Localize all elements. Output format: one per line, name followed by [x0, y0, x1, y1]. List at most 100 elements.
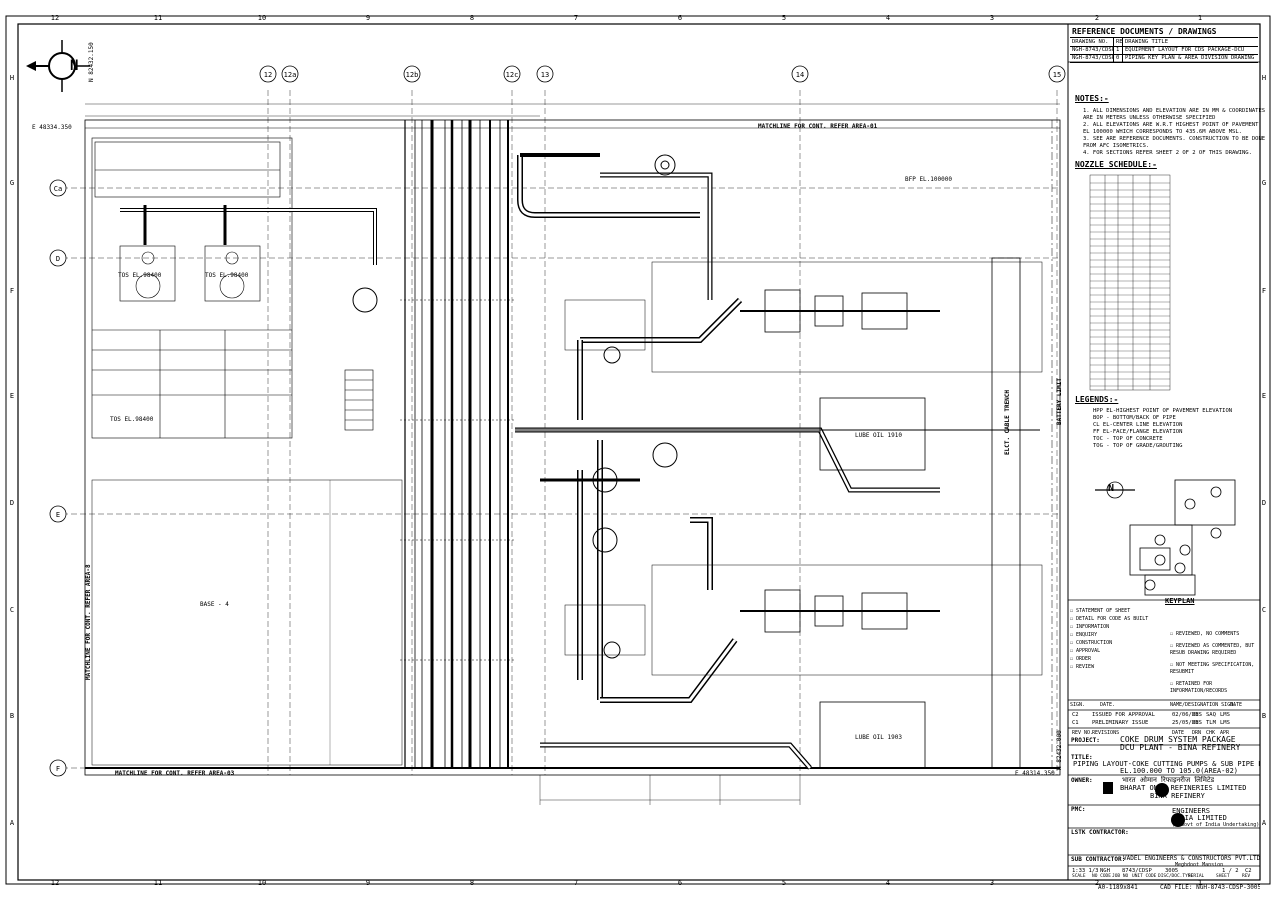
- note-item: FROM AFC ISOMETRICS.: [1083, 143, 1150, 149]
- grid-row-label: C: [10, 606, 14, 614]
- tos-label-3: TOS EL.98400: [110, 416, 154, 423]
- column-marker: 12: [264, 71, 272, 79]
- column-marker: 13: [541, 71, 549, 79]
- matchline-top: MATCHLINE FOR CONT. REFER AREA-01: [758, 123, 878, 130]
- title-block-head: DISC/DOC.TYPE: [1158, 874, 1194, 879]
- revision-cell: BHS: [1192, 712, 1202, 718]
- grid-row-label: H: [10, 74, 14, 82]
- title-block-head: NO CODE: [1092, 874, 1111, 879]
- project-label: PROJECT:: [1071, 737, 1100, 744]
- sign-head: NAME/DESIGNATION SIGN.: [1170, 702, 1237, 708]
- revision-cell: 25/05/21: [1172, 720, 1199, 726]
- revision-cell: TLM: [1206, 720, 1216, 726]
- area-label: BASE - 4: [200, 601, 229, 608]
- bfp-label: BFP EL.100000: [905, 176, 952, 183]
- revision-head: DRN: [1192, 730, 1202, 736]
- pipe-rack: [404, 120, 509, 768]
- sub-line-1: VADEL ENGINEERS & CONSTRUCTORS PVT.LTD: [1123, 855, 1260, 862]
- nozzle-heading: NOZZLE SCHEDULE:-: [1075, 160, 1157, 169]
- notes-block: NOTES:- 1. ALL DIMENSIONS AND ELEVATION …: [1075, 94, 1265, 157]
- legend-item: TOG - TOP OF GRADE/GROUTING: [1093, 443, 1183, 449]
- grid-row-label: C: [1262, 606, 1266, 614]
- project-line-1: COKE DRUM SYSTEM PACKAGE: [1120, 736, 1236, 744]
- grid-col-label: 4: [886, 879, 890, 887]
- revision-cell: PRELIMINARY ISSUE: [1092, 720, 1149, 726]
- row-marker: E: [56, 511, 60, 519]
- status-label: ☐ STATEMENT OF SHEET: [1070, 608, 1131, 614]
- ref-row: NGH-8743/CDSP-3002 1 EQUIPMENT LAYOUT FO…: [1070, 46, 1258, 55]
- revision-cell: ISSUED FOR APPROVAL: [1092, 712, 1155, 718]
- keyplan-label: KEYPLAN: [1165, 597, 1195, 605]
- ref-no: NGH-8743/CDSP-3003: [1072, 54, 1114, 62]
- pmc-line-2: INDIA LIMITED: [1172, 815, 1227, 822]
- ref-rev: 0: [1114, 54, 1123, 62]
- owner-line-1: BHARAT OMAN REFINERIES LIMITED: [1120, 784, 1247, 792]
- note-item: 2. ALL ELEVATIONS ARE W.R.T HIGHEST POIN…: [1083, 122, 1259, 128]
- sign-head: DATE.: [1100, 702, 1116, 708]
- ref-head-no: DRAWING NO.: [1070, 38, 1114, 46]
- coord-top: E 48334.350: [32, 124, 72, 131]
- note-item: EL 100000 WHICH CORRESPONDS TO 435.6M AB…: [1083, 129, 1242, 135]
- grid-row-label: A: [1262, 819, 1267, 827]
- ref-docs-title: REFERENCE DOCUMENTS / DRAWINGS: [1072, 27, 1217, 36]
- sub-line-2: Meghdoot Mansion: [1175, 862, 1224, 868]
- ref-head-rev: REV: [1116, 38, 1123, 46]
- grid-col-label: 2: [1095, 879, 1099, 887]
- title-block-value: 1 / 2: [1222, 868, 1239, 874]
- column-marker: 15: [1053, 71, 1061, 79]
- title-block-head: REV: [1242, 874, 1251, 879]
- title-block-head: SERIAL: [1188, 874, 1205, 879]
- title-block-value: 3005: [1165, 868, 1179, 874]
- ref-rev: 1: [1114, 46, 1123, 54]
- coord-bottom: E 48314.350: [1015, 770, 1055, 777]
- grid-col-label: 12: [51, 14, 59, 22]
- title-block-head: JOB NO: [1112, 874, 1129, 879]
- grid-row-label: D: [10, 499, 14, 507]
- lube-oil-1: LUBE OIL 1910: [855, 432, 902, 439]
- title-block-head: SCALE: [1072, 874, 1086, 879]
- grid-col-label: 5: [782, 879, 786, 887]
- coord-top-n: N 82432.150: [88, 42, 95, 82]
- status-label: ☐ INFORMATION: [1070, 624, 1110, 630]
- grid-row-label: B: [10, 712, 14, 720]
- matchline-left: MATCHLINE FOR CONT. REFER AREA-8: [85, 564, 92, 680]
- project-line-2: DCU PLANT - BINA REFINERY: [1120, 744, 1241, 752]
- status-block: ☐ STATEMENT OF SHEET☐ DETAIL FOR CODE AS…: [1070, 607, 1258, 697]
- column-marker: 12a: [284, 71, 297, 79]
- grid-col-label: 1: [1198, 879, 1202, 887]
- ref-no: NGH-8743/CDSP-3002: [1072, 46, 1114, 54]
- revision-head: DATE: [1172, 730, 1185, 736]
- pmc-line-3: (A Govt of India Undertaking): [1172, 822, 1260, 828]
- grid-row-label: G: [1262, 179, 1266, 187]
- revision-cell: LMS: [1220, 712, 1230, 718]
- cad-file: CAD FILE: NGH-8743-CDSP-3005-S: [1160, 884, 1260, 891]
- grid-col-label: 10: [258, 879, 266, 887]
- grid-row-label: B: [1262, 712, 1266, 720]
- sub-label: SUB CONTRACTOR:: [1071, 856, 1126, 863]
- ref-docs-table: DRAWING NO. REV DRAWING TITLE NGH-8743/C…: [1070, 37, 1258, 63]
- sign-head: SIGN.: [1070, 702, 1086, 708]
- cable-trench: ELCT. CABLE TRENCH: [1004, 389, 1011, 455]
- ref-title: PIPING KEY PLAN & AREA DIVISION DRAWING: [1125, 55, 1255, 61]
- tos-label-1: TOS EL.98400: [118, 272, 162, 279]
- revision-cell: BHS: [1192, 720, 1202, 726]
- owner-hindi: भारत ओमान रिफाइनरीज लिमिटेड: [1122, 776, 1215, 784]
- note-item: 3. SEE ARE REFERENCE DOCUMENTS. CONSTRUC…: [1083, 136, 1266, 142]
- status-label: ☐ ORDER: [1070, 656, 1092, 662]
- grid-col-label: 9: [366, 879, 370, 887]
- title-block-value: 8743/CDSP: [1122, 868, 1152, 874]
- grid-col-label: 8: [470, 14, 474, 22]
- status-row: ☐ REVIEWED, NO COMMENTS: [1170, 631, 1240, 637]
- revision-cell: C2: [1072, 712, 1079, 718]
- battery-limit: BATTERY LIMIT: [1056, 378, 1063, 425]
- matchline-bottom: MATCHLINE FOR CONT. REFER AREA-03: [115, 770, 235, 777]
- lstk-label: LSTK CONTRACTOR:: [1071, 829, 1129, 836]
- note-item: 1. ALL DIMENSIONS AND ELEVATION ARE IN M…: [1083, 108, 1266, 114]
- status-row: ☐ NOT MEETING SPECIFICATION, RESUBMIT: [1170, 662, 1255, 675]
- paper-size: A0-1189x841: [1098, 884, 1138, 891]
- pmc-line-1: ENGINEERS: [1172, 808, 1210, 815]
